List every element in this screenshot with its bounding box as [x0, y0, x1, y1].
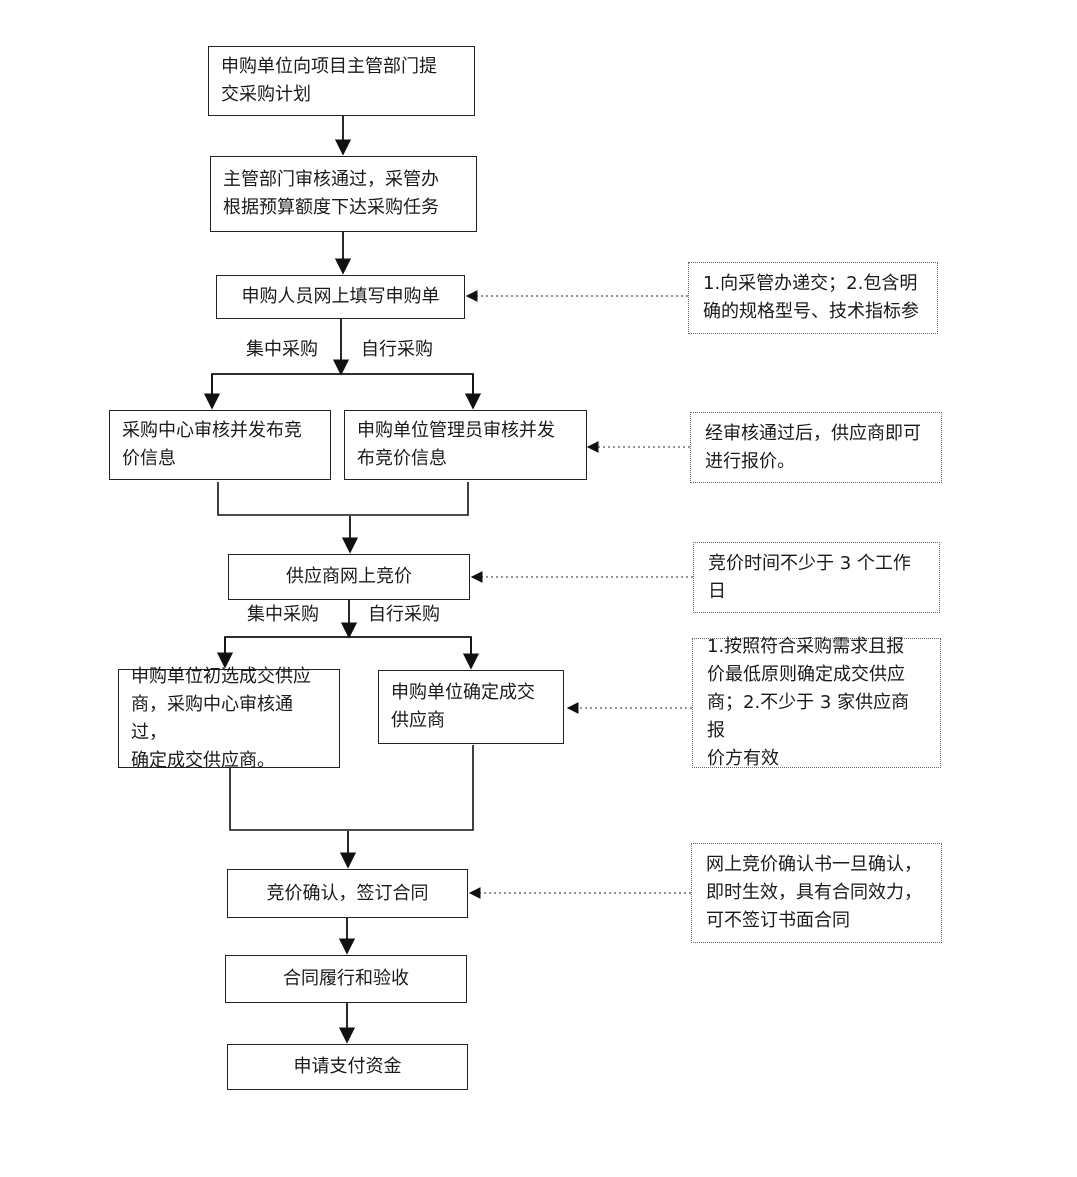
step-approve-task-text: 主管部门审核通过，采管办 根据预算额度下达采购任务 — [223, 169, 439, 218]
note-fill-form-text: 1.向采管办递交；2.包含明 确的规格型号、技术指标参 — [703, 273, 919, 322]
step-confirm-contract-text: 竞价确认，签订合同 — [266, 882, 429, 904]
branch-label-centralized-1: 集中采购 — [246, 339, 318, 360]
step-unit-preselect-text: 申购单位初选成交供应 商，采购中心审核通过， 确定成交供应商。 — [131, 665, 311, 771]
step-fill-form: 申购人员网上填写申购单 — [216, 275, 465, 319]
step-supplier-bid-text: 供应商网上竞价 — [286, 566, 412, 587]
note-confirm-rule-text: 1.按照符合采购需求且报 价最低原则确定成交供应 商；2.不少于 3 家供应商报… — [707, 636, 910, 769]
step-confirm-contract: 竞价确认，签订合同 — [227, 869, 468, 918]
merge-two-lines — [229, 745, 474, 831]
branch-two-lines — [224, 636, 472, 665]
step-center-publish: 采购中心审核并发布竞 价信息 — [109, 410, 331, 480]
branch-label-self-2: 自行采购 — [368, 604, 440, 625]
step-unit-preselect: 申购单位初选成交供应 商，采购中心审核通过， 确定成交供应商。 — [118, 666, 340, 771]
step-submit-plan-text: 申购单位向项目主管部门提 交采购计划 — [221, 56, 437, 105]
note-bid-time-text: 竞价时间不少于 3 个工作 日 — [708, 552, 911, 602]
step-performance: 合同履行和验收 — [225, 955, 467, 1003]
note-confirm-rule: 1.按照符合采购需求且报 价最低原则确定成交供应 商；2.不少于 3 家供应商报… — [692, 636, 941, 769]
branch-label-centralized-2: 集中采购 — [247, 604, 319, 625]
step-submit-plan: 申购单位向项目主管部门提 交采购计划 — [208, 46, 475, 116]
step-unit-confirm-text: 申购单位确定成交 供应商 — [391, 682, 535, 731]
note-publish-text: 经审核通过后，供应商即可 进行报价。 — [705, 422, 921, 472]
step-unit-confirm: 申购单位确定成交 供应商 — [378, 670, 564, 744]
step-unit-publish-text: 申购单位管理员审核并发 布竞价信息 — [357, 420, 555, 469]
step-payment: 申请支付资金 — [227, 1044, 468, 1090]
step-fill-form-text: 申购人员网上填写申购单 — [241, 286, 440, 307]
note-bid-time: 竞价时间不少于 3 个工作 日 — [693, 542, 940, 613]
branch-label-self-1: 自行采购 — [361, 339, 433, 360]
step-payment-text: 申请支付资金 — [293, 1056, 402, 1077]
note-fill-form: 1.向采管办递交；2.包含明 确的规格型号、技术指标参 — [688, 262, 938, 334]
note-contract-text: 网上竞价确认书一旦确认， 即时生效，具有合同效力， 可不签订书面合同 — [706, 854, 922, 931]
merge-one-lines — [217, 482, 469, 516]
step-performance-text: 合同履行和验收 — [283, 968, 409, 989]
branch-one-lines — [211, 373, 474, 406]
note-publish: 经审核通过后，供应商即可 进行报价。 — [690, 412, 942, 483]
note-contract: 网上竞价确认书一旦确认， 即时生效，具有合同效力， 可不签订书面合同 — [691, 843, 942, 943]
step-unit-publish: 申购单位管理员审核并发 布竞价信息 — [344, 410, 587, 480]
step-approve-task: 主管部门审核通过，采管办 根据预算额度下达采购任务 — [210, 156, 477, 232]
step-center-publish-text: 采购中心审核并发布竞 价信息 — [122, 420, 302, 469]
step-supplier-bid: 供应商网上竞价 — [228, 554, 470, 600]
